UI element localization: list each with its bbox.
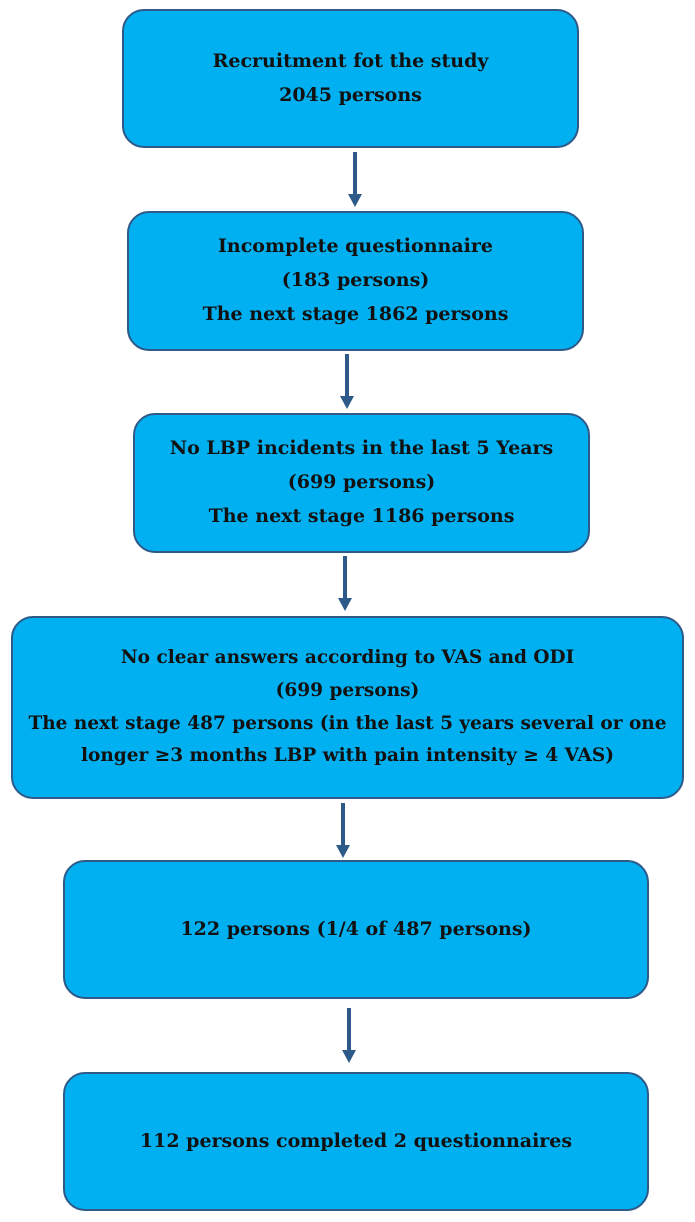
flow-box-text: No LBP incidents in the last 5 Years xyxy=(169,437,554,460)
flow-box-no-clear-answers: No clear answers according to VAS and OD… xyxy=(11,616,684,799)
down-arrow-icon xyxy=(338,556,352,611)
flow-box-text: 112 persons completed 2 questionnaires xyxy=(139,1129,573,1152)
flow-box-text: 122 persons (1/4 of 487 persons) xyxy=(180,917,532,940)
flow-box-recruitment: Recruitment fot the study 2045 persons xyxy=(122,9,579,148)
flow-box-text: The next stage 487 persons (in the last … xyxy=(28,712,667,734)
down-arrow-icon xyxy=(340,354,354,409)
flow-box-sample-122: 122 persons (1/4 of 487 persons) xyxy=(63,860,649,999)
flow-box-text: longer ≥3 months LBP with pain intensity… xyxy=(80,745,615,767)
flow-box-incomplete-questionnaire: Incomplete questionnaire (183 persons) T… xyxy=(127,211,584,351)
flow-box-text: The next stage 1862 persons xyxy=(202,302,509,325)
down-arrow-icon xyxy=(342,1008,356,1063)
flow-box-text: (699 persons) xyxy=(275,679,420,701)
down-arrow-icon xyxy=(348,152,362,207)
flow-box-no-lbp-incidents: No LBP incidents in the last 5 Years (69… xyxy=(133,413,590,553)
flow-box-text: Incomplete questionnaire xyxy=(218,235,493,258)
down-arrow-icon xyxy=(336,803,350,858)
flow-box-text: (699 persons) xyxy=(287,471,436,494)
flow-box-text: No clear answers according to VAS and OD… xyxy=(120,646,575,668)
flow-box-text: (183 persons) xyxy=(281,269,430,292)
flow-box-text: Recruitment fot the study xyxy=(212,49,489,72)
flow-box-text: The next stage 1186 persons xyxy=(208,504,515,527)
flow-box-text: 2045 persons xyxy=(279,83,422,106)
flow-box-completed-112: 112 persons completed 2 questionnaires xyxy=(63,1072,649,1211)
